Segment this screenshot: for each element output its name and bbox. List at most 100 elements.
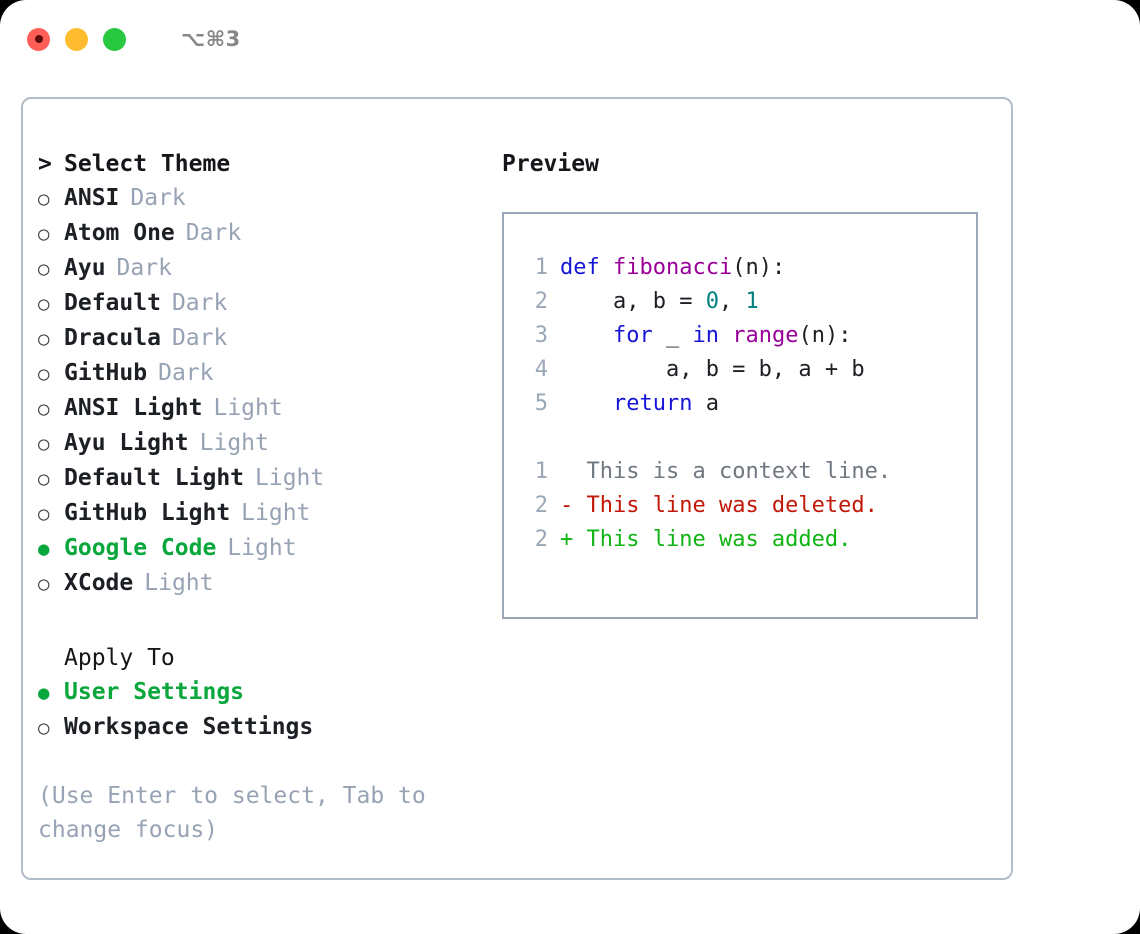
diff-gap xyxy=(573,459,586,484)
code-token xyxy=(560,323,613,348)
diff-text: This line was added. xyxy=(586,527,852,552)
radio-unselected-icon: ○ xyxy=(38,573,50,595)
code-line: 5 return a xyxy=(518,387,976,421)
line-number: 1 xyxy=(534,255,548,280)
code-line: 4 a, b = b, a + b xyxy=(518,353,976,387)
radio-unselected-icon: ○ xyxy=(38,433,50,455)
theme-option-atom-one[interactable]: ○ Atom One Dark xyxy=(38,216,488,251)
code-line: 3 for _ in range(n): xyxy=(518,319,976,353)
theme-option-kind-badge: Dark xyxy=(130,185,186,211)
preview-heading: Preview xyxy=(502,151,599,177)
theme-option-google-code[interactable]: ● Google Code Light xyxy=(38,531,488,566)
radio-unselected-icon: ○ xyxy=(38,258,50,280)
radio-unselected-icon: ○ xyxy=(38,468,50,490)
code-token: def xyxy=(560,255,613,280)
line-number: 2 xyxy=(534,493,548,518)
theme-option-kind-badge: Dark xyxy=(158,360,214,386)
apply-to-heading: Apply To xyxy=(64,645,175,671)
apply-to-list: ●User Settings ○ Workspace Settings xyxy=(38,675,488,745)
code-token: fibonacci xyxy=(612,255,733,280)
diff-text: This is a context line. xyxy=(586,459,892,484)
theme-option-label: Ayu Light xyxy=(64,430,189,456)
diff-marker: + xyxy=(560,527,574,552)
apply-to-option-label: Workspace Settings xyxy=(64,714,314,740)
traffic-light-group xyxy=(27,27,126,51)
theme-option-xcode[interactable]: ○ XCode Light xyxy=(38,566,488,601)
radio-unselected-icon: ○ xyxy=(38,398,50,420)
radio-selected-icon: ● xyxy=(38,538,50,560)
radio-unselected-icon: ○ xyxy=(38,188,50,210)
diff-line: 2- This line was deleted. xyxy=(518,489,976,523)
theme-option-label: ANSI xyxy=(64,185,120,211)
code-token: 0 xyxy=(705,289,719,314)
theme-option-label: ANSI Light xyxy=(64,395,203,421)
theme-option-github[interactable]: ○ GitHub Dark xyxy=(38,356,488,391)
code-token xyxy=(719,323,732,348)
code-line: 1 def fibonacci(n): xyxy=(518,251,976,285)
theme-option-ansi-light[interactable]: ○ ANSI Light Light xyxy=(38,391,488,426)
code-token: , xyxy=(718,289,746,314)
line-number: 2 xyxy=(534,289,548,314)
diff-gap xyxy=(573,493,586,518)
diff-marker xyxy=(560,459,573,484)
theme-option-label: XCode xyxy=(64,570,134,596)
theme-option-kind-badge: Dark xyxy=(171,290,228,316)
theme-option-kind-badge: Dark xyxy=(116,255,172,281)
diff-sample: 1 This is a context line.2- This line wa… xyxy=(518,455,976,557)
prompt-marker-icon: > xyxy=(38,151,52,177)
maximize-button[interactable] xyxy=(103,27,126,51)
theme-option-kind-badge: Light xyxy=(199,430,269,456)
apply-to-section: Apply To ●User Settings ○ Workspace Settin… xyxy=(38,641,488,745)
theme-option-kind-badge: Light xyxy=(213,395,283,421)
theme-option-label: Default Light xyxy=(64,465,245,491)
code-token: (n): xyxy=(798,323,852,348)
theme-option-ayu-light[interactable]: ○ Ayu Light Light xyxy=(38,426,488,461)
code-token xyxy=(560,391,613,416)
code-token: range xyxy=(732,323,799,348)
theme-option-kind-badge: Light xyxy=(227,535,297,561)
radio-unselected-icon: ○ xyxy=(38,363,50,385)
theme-option-ansi[interactable]: ○ ANSI Dark xyxy=(38,181,488,216)
keyboard-shortcut-label: ⌥⌘3 xyxy=(181,27,241,51)
code-token: (n): xyxy=(732,255,786,280)
close-button[interactable] xyxy=(27,27,50,51)
theme-option-kind-badge: Light xyxy=(144,570,214,596)
line-number: 4 xyxy=(534,357,548,382)
code-diff-spacer xyxy=(518,421,976,455)
radio-unselected-icon: ○ xyxy=(38,503,50,525)
theme-option-label: Google Code xyxy=(64,535,217,561)
diff-text: This line was deleted. xyxy=(586,493,878,518)
radio-unselected-icon: ○ xyxy=(38,328,50,350)
theme-option-label: Atom One xyxy=(64,220,175,246)
apply-to-option-workspace-settings[interactable]: ○ Workspace Settings xyxy=(38,710,488,745)
select-theme-title: Select Theme xyxy=(64,151,231,177)
theme-option-ayu[interactable]: ○ Ayu Dark xyxy=(38,251,488,286)
line-number: 5 xyxy=(534,391,548,416)
theme-option-kind-badge: Dark xyxy=(171,325,228,351)
code-token: a, b = xyxy=(560,289,706,314)
radio-unselected-icon: ○ xyxy=(38,223,50,245)
theme-option-label: GitHub xyxy=(64,360,148,386)
theme-option-kind-badge: Dark xyxy=(185,220,242,246)
diff-marker: - xyxy=(560,493,574,518)
code-token: 1 xyxy=(745,289,759,314)
theme-option-label: Default xyxy=(64,290,161,316)
line-number: 3 xyxy=(534,323,548,348)
minimize-button[interactable] xyxy=(65,27,88,51)
radio-unselected-icon: ○ xyxy=(38,717,50,739)
theme-option-label: GitHub Light xyxy=(64,500,231,526)
code-token: in xyxy=(692,323,719,348)
theme-option-label: Ayu xyxy=(64,255,106,281)
apply-to-option-user-settings[interactable]: ●User Settings xyxy=(38,675,488,710)
